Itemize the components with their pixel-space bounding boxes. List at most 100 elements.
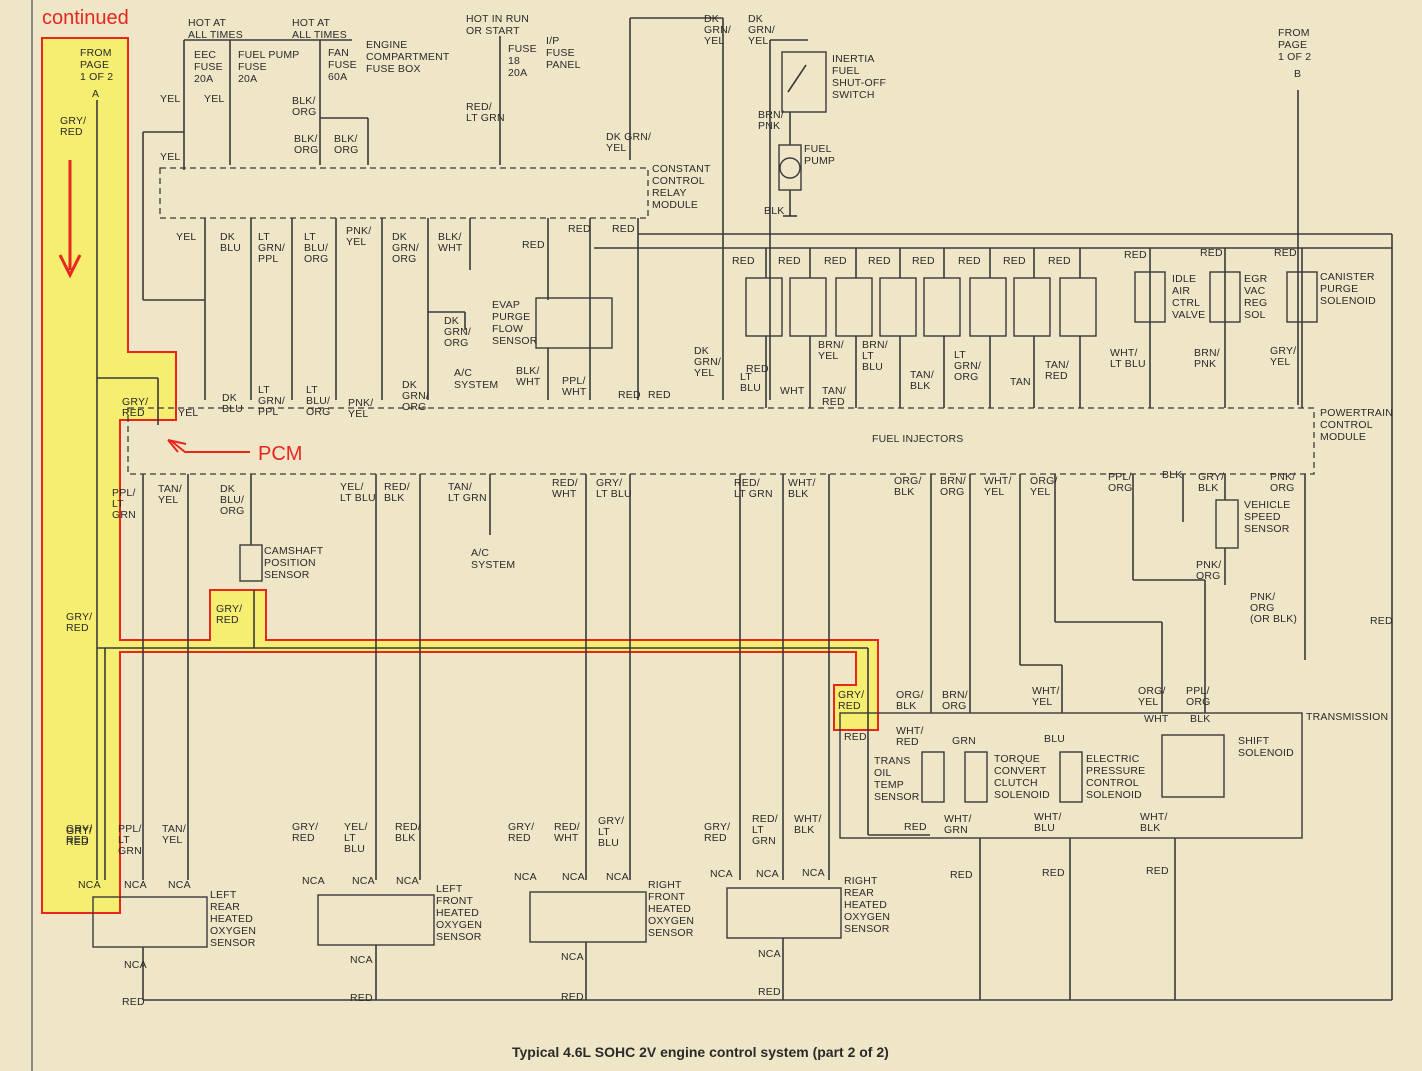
wire-label: ORG/BLK bbox=[896, 689, 924, 712]
wire-label: RED/LT GRN bbox=[466, 101, 505, 124]
wire-label: BLK/WHT bbox=[438, 231, 463, 254]
wire-label: RED bbox=[868, 255, 891, 267]
wire-label: WHT/YEL bbox=[984, 475, 1012, 498]
wire-label: NCA bbox=[352, 875, 375, 887]
fuel-injector bbox=[1013, 277, 1051, 337]
wire-lines bbox=[92, 17, 1393, 1001]
wire-label: NCA bbox=[710, 868, 733, 880]
fuel-injector bbox=[789, 277, 827, 337]
down-arrow bbox=[58, 160, 82, 279]
wire-label: WHT bbox=[1144, 713, 1169, 725]
wire-label: GRY/RED bbox=[66, 825, 92, 848]
wire-label: YEL bbox=[176, 231, 196, 243]
wire-label: PNK/YEL bbox=[348, 397, 373, 420]
wire-label: WHT/RED bbox=[896, 725, 924, 748]
wire-label: YEL/LT BLU bbox=[340, 481, 376, 504]
wire-label: BLK bbox=[1190, 713, 1210, 725]
wire-label: RED bbox=[612, 223, 635, 235]
wire-label: PPL/WHT bbox=[562, 375, 587, 398]
wire-label: PNK/ORG bbox=[1196, 559, 1221, 582]
wire-label: PNK/ORG bbox=[1270, 471, 1295, 494]
wire-label: YEL bbox=[160, 93, 180, 105]
wire-label: RED bbox=[1370, 615, 1393, 627]
wire-label: BLK bbox=[1162, 469, 1182, 481]
wire-label: WHT bbox=[780, 385, 805, 397]
fuel-injector bbox=[835, 277, 873, 337]
wire-label: BRN/PNK bbox=[1194, 347, 1220, 370]
wire-label: NCA bbox=[124, 959, 147, 971]
wire-label: WHT/BLU bbox=[1034, 811, 1062, 834]
wire-label: NCA bbox=[561, 951, 584, 963]
wire-label: NCA bbox=[78, 879, 101, 891]
wire-label: RED bbox=[561, 991, 584, 1003]
wire-label: RED bbox=[746, 363, 769, 375]
wire-label: RED bbox=[1274, 247, 1297, 259]
wire-label: YEL bbox=[160, 151, 180, 163]
wire-label: TAN/LT GRN bbox=[448, 481, 487, 504]
wire-label: RED bbox=[1200, 247, 1223, 259]
wire-label: RED bbox=[824, 255, 847, 267]
wire-label: RED bbox=[950, 869, 973, 881]
wire-label: RED bbox=[904, 821, 927, 833]
wire-label: GRY/LT BLU bbox=[596, 477, 632, 500]
wire-label: WHT/YEL bbox=[1032, 685, 1060, 708]
wire-label: NCA bbox=[606, 871, 629, 883]
wire-label: BLK/ORG bbox=[292, 95, 317, 118]
wire-label: BLK/ORG bbox=[334, 133, 359, 156]
wire-label: RED bbox=[778, 255, 801, 267]
wire-label: BRN/ORG bbox=[940, 475, 966, 498]
wire-label: BLK/WHT bbox=[516, 365, 541, 388]
wire-label: NCA bbox=[168, 879, 191, 891]
wire-label: WHT/BLK bbox=[794, 813, 822, 836]
wire-label: NCA bbox=[350, 954, 373, 966]
wire-label: NCA bbox=[758, 948, 781, 960]
wire-label: BRN/ORG bbox=[942, 689, 968, 712]
wire-label: RED bbox=[844, 731, 867, 743]
wire-label: PPL/ORG bbox=[1108, 471, 1133, 494]
wire-label: PNK/ORG(OR BLK) bbox=[1250, 591, 1297, 625]
wire-label: GRY/RED bbox=[838, 689, 864, 712]
fuel-injectors-label: FUEL INJECTORS bbox=[872, 433, 963, 445]
wire-label: GRY/RED bbox=[66, 823, 92, 846]
wire-label: GRY/YEL bbox=[1270, 345, 1296, 368]
wire-label: NCA bbox=[802, 867, 825, 879]
wire-label: ORG/YEL bbox=[1030, 475, 1058, 498]
wire-label: TAN/RED bbox=[1045, 359, 1069, 382]
wire-label: BLK/ORG bbox=[294, 133, 319, 156]
wire-label: RED bbox=[568, 223, 591, 235]
wire-label: NCA bbox=[302, 875, 325, 887]
wire-label: YEL bbox=[204, 93, 224, 105]
wire-label: TAN/YEL bbox=[158, 483, 182, 506]
wire-label: RED bbox=[1003, 255, 1026, 267]
